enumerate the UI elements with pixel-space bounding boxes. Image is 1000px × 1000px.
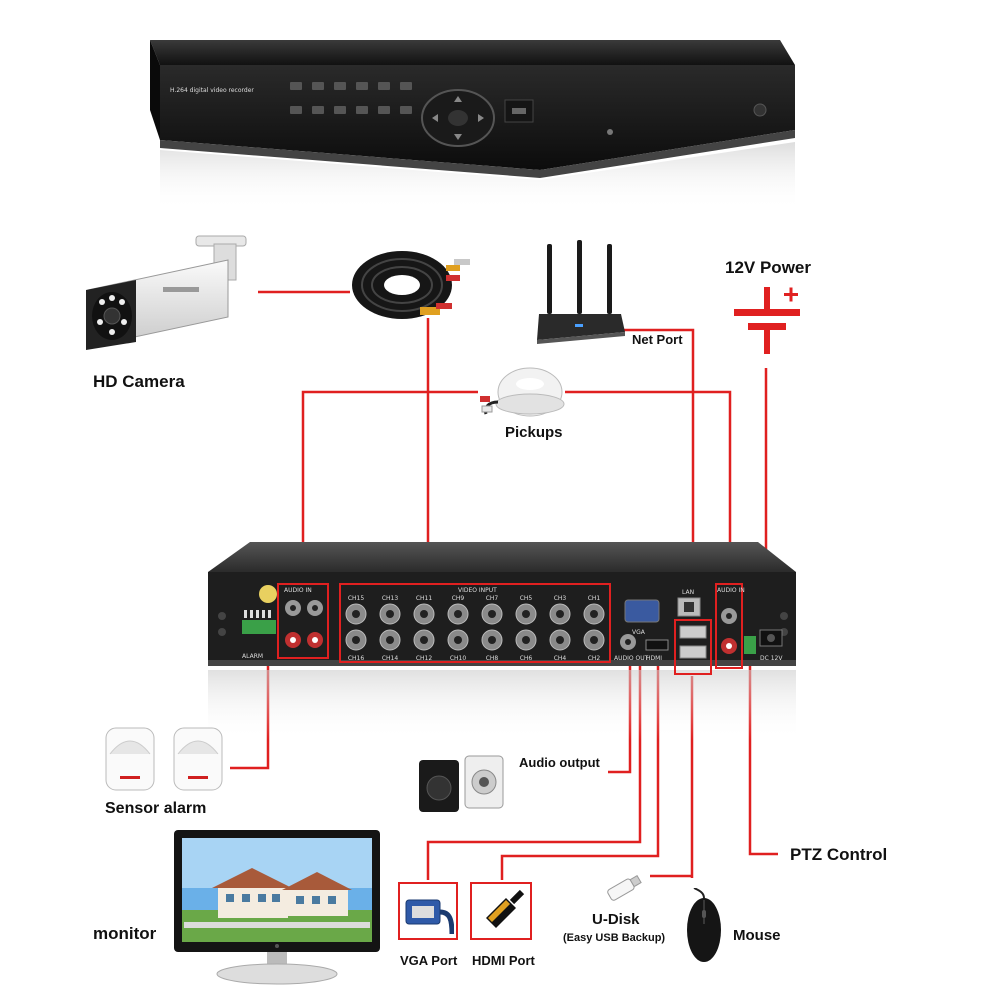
- channel-label-ch7: CH7: [486, 595, 499, 602]
- motion-sensor-icon: [105, 727, 223, 791]
- router-icon: [537, 240, 625, 344]
- udisk-label: U-Disk: [592, 911, 640, 928]
- channel-label-ch13: CH13: [382, 595, 399, 602]
- wire-router-lan: [622, 328, 695, 590]
- udisk-note-label: (Easy USB Backup): [563, 932, 666, 944]
- channel-label-ch2: CH2: [588, 655, 601, 662]
- hdmi-connector-icon: [486, 889, 525, 928]
- cable-coil-icon: [352, 251, 470, 319]
- channel-label-ch14: CH14: [382, 655, 399, 662]
- power-symbol-icon: [734, 287, 800, 354]
- net-port-label: Net Port: [632, 332, 683, 347]
- microphone-icon: [480, 367, 565, 417]
- channel-label-ch8: CH8: [486, 655, 499, 662]
- pickups-label: Pickups: [505, 424, 563, 441]
- audio-in-header: AUDIO IN: [284, 587, 312, 594]
- channel-label-ch1: CH1: [588, 595, 601, 602]
- channel-label-ch15: CH15: [348, 595, 365, 602]
- speaker-icon: [419, 755, 504, 812]
- vga-rear-label: VGA: [632, 629, 646, 636]
- mouse-label: Mouse: [733, 927, 781, 944]
- monitor-icon: [174, 830, 380, 985]
- hd-camera-label: HD Camera: [93, 372, 185, 391]
- sensor-alarm-label: Sensor alarm: [105, 800, 207, 817]
- hdmi-port-label: HDMI Port: [472, 953, 535, 968]
- channel-label-ch3: CH3: [554, 595, 567, 602]
- mouse-icon: [687, 888, 721, 962]
- camera-icon: [86, 235, 247, 350]
- channel-label-ch11: CH11: [416, 595, 433, 602]
- channel-label-ch10: CH10: [450, 655, 467, 662]
- video-input-header: VIDEO INPUT: [458, 587, 497, 594]
- hdmi-rear-label: HDMI: [646, 655, 662, 662]
- alarm-label: ALARM: [242, 653, 263, 660]
- power-label: 12V Power: [725, 258, 811, 277]
- channel-label-ch16: CH16: [348, 655, 365, 662]
- audio-output-label: Audio output: [519, 755, 600, 770]
- vga-port-label: VGA Port: [400, 953, 458, 968]
- monitor-label: monitor: [93, 924, 157, 943]
- lan-label: LAN: [682, 589, 694, 596]
- channel-label-ch6: CH6: [520, 655, 533, 662]
- wire-pickup-audio-right: [565, 390, 732, 582]
- wire-hdmi: [500, 662, 660, 880]
- channel-label-ch4: CH4: [554, 655, 567, 662]
- audio-out-label: AUDIO OUT: [614, 655, 649, 662]
- channel-label-ch5: CH5: [520, 595, 533, 602]
- channel-label-ch9: CH9: [452, 595, 465, 602]
- wire-pickup-audio-left: [301, 390, 478, 588]
- hdmi-port-box: [470, 882, 532, 940]
- dc-label: DC 12V: [760, 655, 783, 662]
- dvr-model-text: H.264 digital video recorder: [170, 87, 254, 94]
- vga-port-box: [398, 882, 458, 940]
- vga-connector-icon: [405, 899, 454, 935]
- dvr-front-icon: H.264 digital video recorder: [150, 40, 795, 210]
- channel-label-ch12: CH12: [416, 655, 433, 662]
- audio-in-right-header: AUDIO IN: [717, 587, 745, 594]
- usb-drive-icon: [607, 874, 642, 901]
- ptz-control-label: PTZ Control: [790, 845, 888, 864]
